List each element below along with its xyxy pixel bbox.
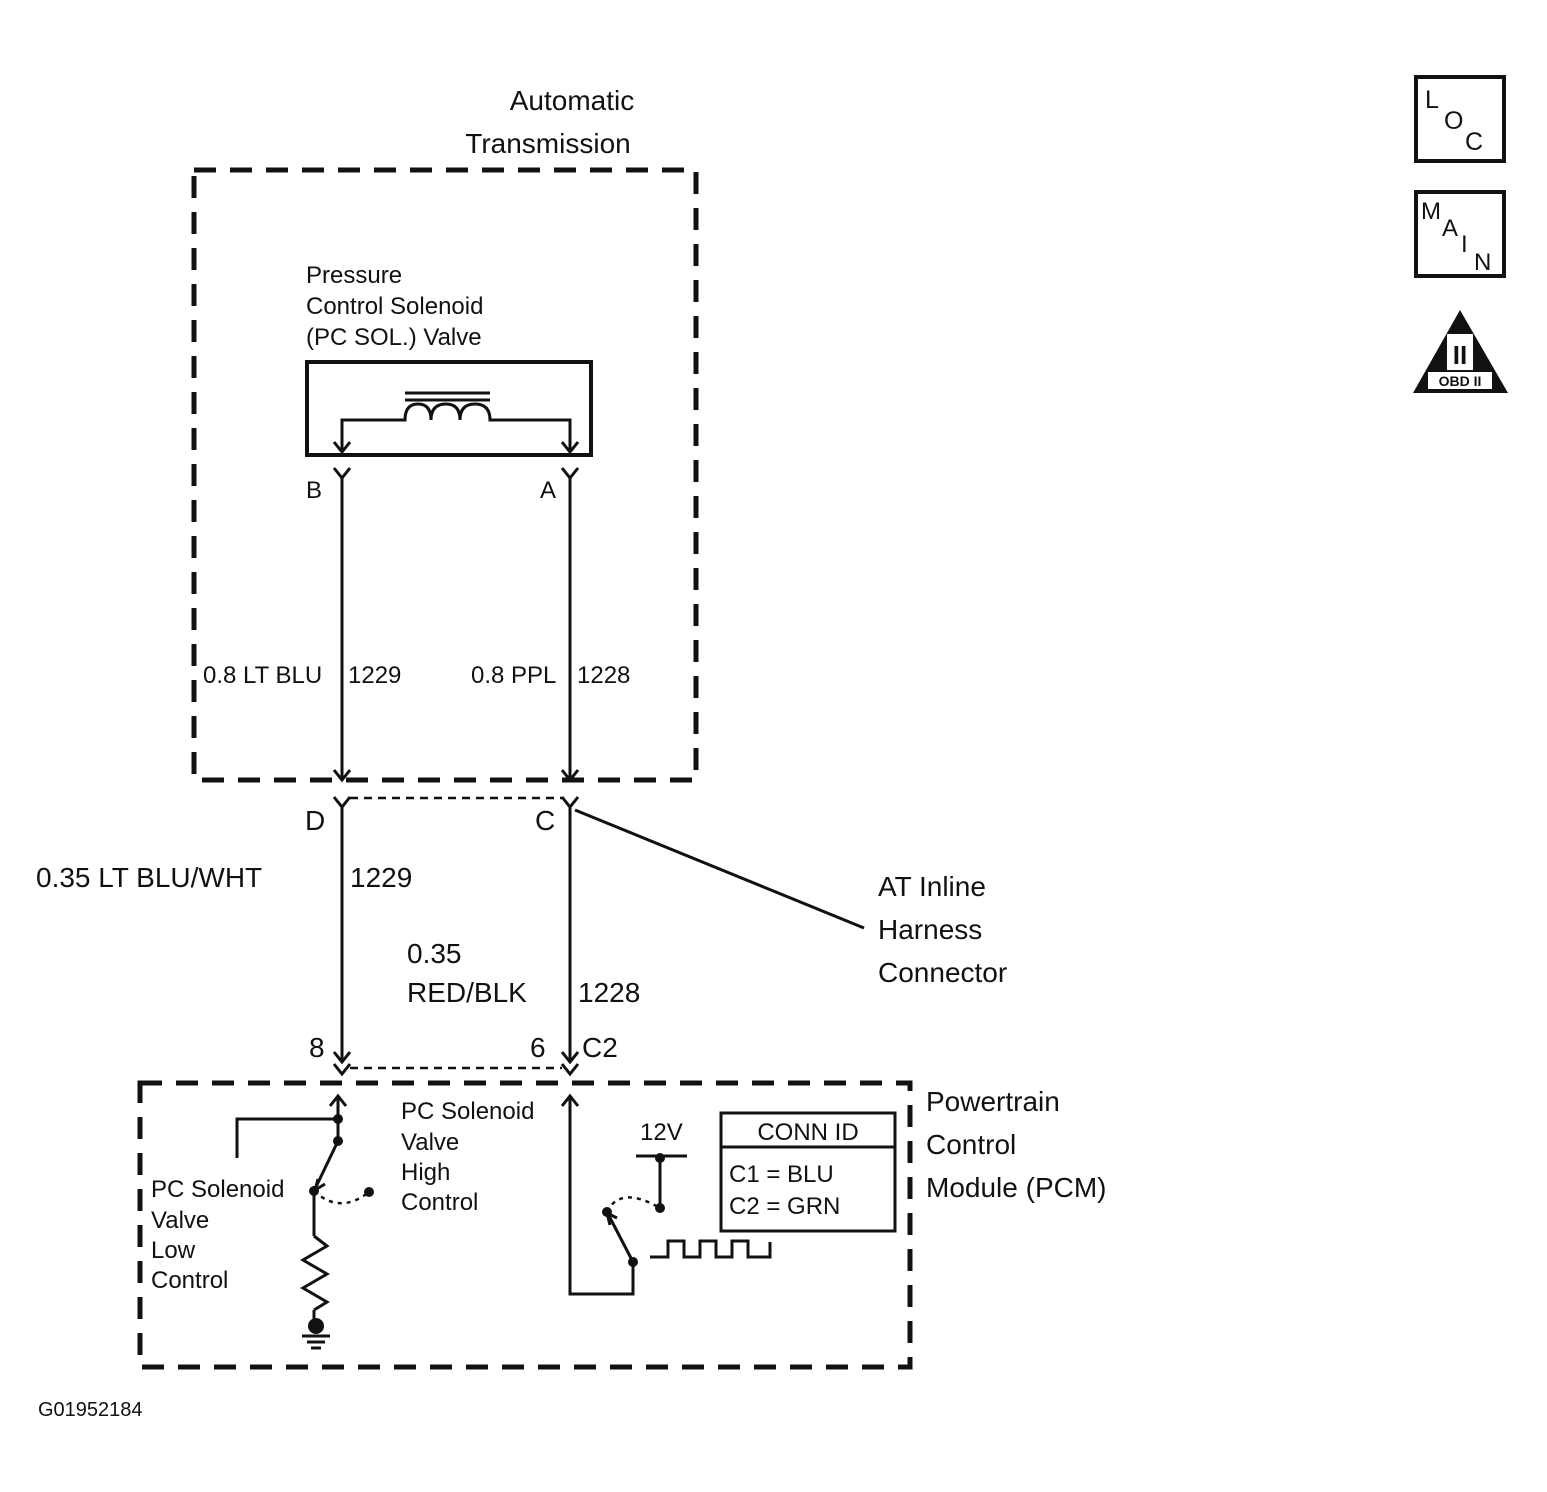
pcm-connector-label: C2 bbox=[582, 1032, 618, 1063]
high-control-label-line1: PC Solenoid bbox=[401, 1098, 534, 1125]
low-control-label-line3: Low bbox=[151, 1237, 196, 1264]
pin-a-connector bbox=[560, 467, 580, 481]
pcm-group: 8 6 C2 Powertrain Control Module (PCM) bbox=[137, 1032, 1106, 1370]
low-control-label-line2: Valve bbox=[151, 1207, 209, 1234]
main-letter-m: M bbox=[1421, 198, 1441, 225]
pcm-boundary bbox=[137, 1080, 913, 1370]
transmission-group: Automatic Transmission Pressure Control … bbox=[191, 85, 699, 783]
solenoid-coil-icon bbox=[305, 360, 593, 457]
solenoid-label-line2: Control Solenoid bbox=[306, 293, 483, 320]
conn-id-title: CONN ID bbox=[757, 1119, 858, 1146]
harness-left-color-label: 0.35 LT BLU/WHT bbox=[36, 862, 262, 893]
wire-right-color-label: 0.8 PPL bbox=[471, 662, 556, 689]
pwm-signal-icon bbox=[650, 1239, 772, 1259]
supply-voltage-label: 12V bbox=[640, 1119, 683, 1146]
high-control-label-line4: Control bbox=[401, 1189, 478, 1216]
pin-b-connector bbox=[332, 467, 352, 481]
loc-letter-c: C bbox=[1465, 128, 1483, 156]
low-side-driver: PC Solenoid Valve Low Control bbox=[151, 1093, 374, 1350]
inline-connector-group: D C AT Inline Harness Connector bbox=[305, 796, 1007, 988]
main-letter-a: A bbox=[1442, 215, 1458, 242]
inline-connector-label-line2: Harness bbox=[878, 914, 982, 945]
wire-right-circuit-label: 1228 bbox=[577, 662, 630, 689]
high-control-label-line2: Valve bbox=[401, 1129, 459, 1156]
ground-icon bbox=[302, 1318, 330, 1350]
figure-id: G01952184 bbox=[38, 1399, 143, 1421]
solenoid-label-line3: (PC SOL.) Valve bbox=[306, 324, 482, 351]
high-control-label-line3: High bbox=[401, 1159, 450, 1186]
main-icon: M A I N bbox=[1414, 190, 1506, 278]
transmission-boundary bbox=[191, 167, 699, 783]
high-side-driver: PC Solenoid Valve High Control 12V bbox=[401, 1093, 772, 1296]
inline-connector-label-line1: AT Inline bbox=[878, 871, 986, 902]
harness-group: 0.35 LT BLU/WHT 1229 0.35 RED/BLK 1228 bbox=[36, 807, 640, 1065]
high-side-switch-blade bbox=[605, 1211, 635, 1263]
obd-ii-icon: II OBD II bbox=[1413, 310, 1508, 393]
pcm-title-line1: Powertrain bbox=[926, 1086, 1060, 1117]
pin-c-label: C bbox=[535, 805, 555, 836]
inline-connector-label-line3: Connector bbox=[878, 957, 1007, 988]
transmission-title-line1: Automatic bbox=[510, 85, 635, 116]
loc-letter-l: L bbox=[1425, 86, 1439, 114]
inline-connector-leader bbox=[574, 808, 865, 930]
pcm-pin-6-label: 6 bbox=[530, 1032, 546, 1063]
transmission-title-line2: Transmission bbox=[465, 128, 630, 159]
low-control-label-line1: PC Solenoid bbox=[151, 1176, 284, 1203]
pcm-pin-8-label: 8 bbox=[309, 1032, 325, 1063]
conn-id-table: CONN ID C1 = BLU C2 = GRN bbox=[719, 1111, 897, 1233]
resistor-icon bbox=[300, 1234, 330, 1312]
solenoid-label-line1: Pressure bbox=[306, 262, 402, 289]
harness-right-size-label: 0.35 bbox=[407, 938, 462, 969]
low-control-label-line4: Control bbox=[151, 1267, 228, 1294]
loc-letter-o: O bbox=[1444, 107, 1463, 135]
pcm-title-line3: Module (PCM) bbox=[926, 1172, 1106, 1203]
loc-icon: L O C bbox=[1414, 75, 1506, 163]
conn-id-row-2: C2 = GRN bbox=[729, 1193, 840, 1220]
wire-left-color-label: 0.8 LT BLU bbox=[203, 662, 322, 689]
conn-id-row-1: C1 = BLU bbox=[729, 1161, 834, 1188]
wire-left-circuit-label: 1229 bbox=[348, 662, 401, 689]
harness-right-color-label: RED/BLK bbox=[407, 977, 527, 1008]
main-letter-n: N bbox=[1474, 249, 1491, 276]
main-letter-i: I bbox=[1461, 231, 1468, 258]
pcm-title-line2: Control bbox=[926, 1129, 1016, 1160]
obd-numeral: II bbox=[1453, 340, 1467, 370]
pin-d-label: D bbox=[305, 805, 325, 836]
obd-label: OBD II bbox=[1439, 373, 1482, 389]
harness-right-circuit-label: 1228 bbox=[578, 977, 640, 1008]
pin-a-label: A bbox=[540, 477, 556, 504]
pin-b-label: B bbox=[306, 477, 322, 504]
harness-left-circuit-label: 1229 bbox=[350, 862, 412, 893]
